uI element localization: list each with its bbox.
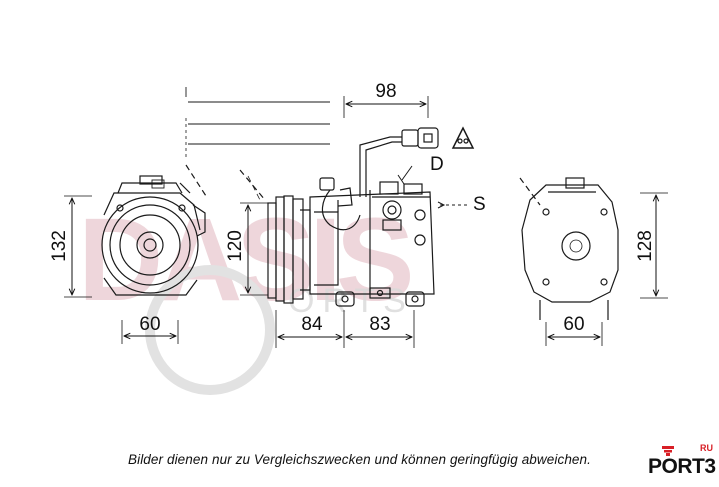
dim-middle-height: 120 bbox=[225, 230, 246, 262]
side-view-compressor bbox=[239, 126, 475, 307]
dim-clutch-length: 84 bbox=[301, 314, 323, 335]
logo-icon bbox=[662, 446, 674, 456]
dim-left-width: 60 bbox=[139, 314, 160, 335]
label-discharge: D bbox=[430, 154, 444, 175]
dim-right-width: 60 bbox=[563, 314, 584, 335]
logo-text: PORT3 bbox=[648, 455, 716, 478]
dim-right-height: 128 bbox=[635, 230, 656, 262]
logo-superscript: RU bbox=[700, 443, 713, 453]
leader-lines bbox=[185, 87, 330, 145]
dim-top-length: 98 bbox=[375, 81, 396, 102]
dim-body-length: 83 bbox=[369, 314, 390, 335]
label-suction: S bbox=[473, 194, 486, 215]
disclaimer-caption: Bilder dienen nur zu Vergleichszwecken u… bbox=[128, 452, 591, 467]
dim-left-height: 132 bbox=[49, 230, 70, 262]
front-view-pulley bbox=[101, 118, 207, 296]
rear-view bbox=[519, 177, 619, 320]
